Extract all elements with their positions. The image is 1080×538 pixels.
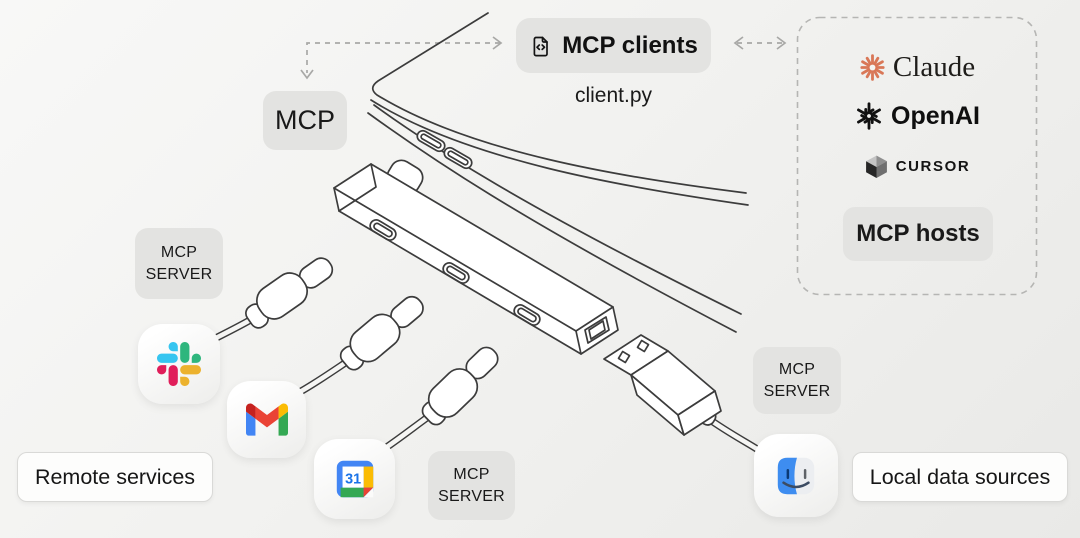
mcp-hosts-badge: MCP hosts [843,207,993,261]
local-data-sources-text: Local data sources [869,464,1051,489]
mcp-server-line: SERVER [763,382,831,400]
remote-services-text: Remote services [34,464,196,489]
mcp-protocol-badge: MCP [263,91,347,150]
google-calendar-glyph: 31 [336,460,373,498]
google-calendar-icon: 31 [314,439,395,519]
hub-slot [369,219,397,241]
code-file-icon [533,36,549,56]
slack-logo-glyph [157,342,201,386]
mcp-clients-label: MCP clients [562,31,698,59]
mcp-hosts-label: MCP hosts [856,220,980,247]
mcp-server-badge: MCP SERVER [753,347,841,414]
mcp-server-badge: MCP SERVER [135,228,223,299]
laptop-port-slot [416,129,446,153]
mcp-server-line: MCP [160,244,198,262]
usb-c-plug-sketches [245,257,499,426]
laptop-port-slot [443,146,473,170]
cursor-cube-icon [865,155,887,178]
finder-icon [754,434,838,517]
mcp-server-badge: MCP SERVER [428,451,515,520]
client-filename-text: client.py [574,84,653,107]
mcp-server-line: SERVER [145,265,213,283]
cursor-wordmark: CURSOR [895,157,971,175]
hosts-panel-border [796,16,1038,296]
hosts-app-cursor: CURSOR [797,148,1037,184]
finder-face-glyph [777,457,815,494]
openai-mark-icon [857,102,882,130]
hub-usb-port [584,316,610,344]
remote-services-label: Remote services [17,452,213,502]
hosts-app-openai: OpenAI [797,96,1037,136]
openai-wordmark: OpenAI [891,101,980,130]
dashed-connector-arrows [300,36,787,80]
calendar-day-number: 31 [345,471,361,487]
mcp-protocol-label: MCP [275,105,335,135]
client-filename: client.py [516,82,711,110]
local-data-sources-label: Local data sources [852,452,1068,502]
mcp-server-line: SERVER [438,487,505,505]
hub-slot [442,262,470,284]
claude-mark-icon [860,53,885,81]
usb-a-plug-sketch [603,334,722,436]
hub-slot [513,304,541,326]
gmail-icon [227,381,306,458]
usb-hub-sketch [333,159,619,355]
mcp-server-line: MCP [778,361,816,379]
mcp-clients-badge: MCP clients [516,18,711,73]
hosts-app-claude: Claude [797,48,1037,86]
mcp-server-line: MCP [453,466,490,484]
slack-icon [138,324,220,404]
laptop-sketch [367,12,749,333]
gmail-logo-glyph [245,403,288,436]
claude-wordmark: Claude [892,50,976,83]
